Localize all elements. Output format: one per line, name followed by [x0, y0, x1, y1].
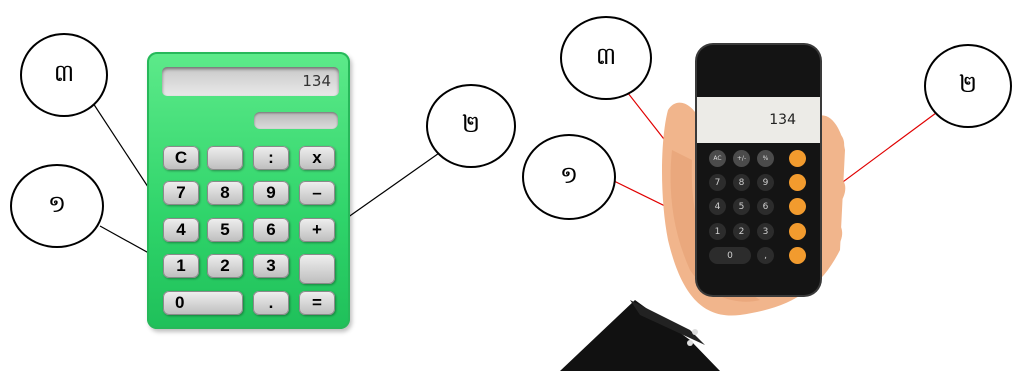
- key-minus[interactable]: –: [299, 181, 335, 205]
- phone-key-plus[interactable]: [789, 223, 806, 240]
- phone-display-value: 134: [769, 112, 796, 128]
- phone-key-multiply[interactable]: [789, 174, 806, 191]
- calculator-display: 134: [162, 67, 339, 96]
- phone-key-divide[interactable]: [789, 150, 806, 167]
- phone-key-4[interactable]: 4: [709, 198, 726, 215]
- phone-key-6[interactable]: 6: [757, 198, 774, 215]
- key-5[interactable]: 5: [207, 218, 243, 242]
- key-multiply[interactable]: x: [299, 146, 335, 170]
- key-9[interactable]: 9: [253, 181, 289, 205]
- key-blank[interactable]: [207, 146, 243, 170]
- phone-key-equals[interactable]: [789, 247, 806, 264]
- phone-key-1[interactable]: 1: [709, 223, 726, 240]
- key-decimal[interactable]: .: [253, 291, 289, 315]
- key-1[interactable]: 1: [163, 254, 199, 278]
- phone-key-8[interactable]: 8: [733, 174, 750, 191]
- solar-panel: [254, 112, 338, 129]
- phone-key-7[interactable]: 7: [709, 174, 726, 191]
- phone-key-3[interactable]: 3: [757, 223, 774, 240]
- key-6[interactable]: 6: [253, 218, 289, 242]
- phone-key-ac[interactable]: AC: [709, 150, 726, 167]
- key-2[interactable]: 2: [207, 254, 243, 278]
- phone-key-minus[interactable]: [789, 198, 806, 215]
- phone-display: 134: [697, 97, 820, 143]
- callout-second-right: ២: [924, 44, 1012, 128]
- phone-key-2[interactable]: 2: [733, 223, 750, 240]
- callout-second-left: ២: [426, 84, 516, 168]
- phone-key-9[interactable]: 9: [757, 174, 774, 191]
- phone-key-5[interactable]: 5: [733, 198, 750, 215]
- key-8[interactable]: 8: [207, 181, 243, 205]
- phone-key-0[interactable]: 0: [709, 247, 751, 264]
- callout-first-left: ១: [10, 164, 104, 248]
- key-3[interactable]: 3: [253, 254, 289, 278]
- phone-key-percent[interactable]: %: [757, 150, 774, 167]
- callout-third-right: ៣: [560, 16, 652, 100]
- key-0[interactable]: 0: [163, 291, 243, 315]
- callout-third-left: ៣: [20, 33, 108, 117]
- callout-first-right: ១: [522, 134, 616, 220]
- key-clear[interactable]: C: [163, 146, 199, 170]
- phone-key-sign[interactable]: +/-: [733, 150, 750, 167]
- key-blank-tall[interactable]: [299, 254, 335, 284]
- key-4[interactable]: 4: [163, 218, 199, 242]
- phone-key-comma[interactable]: ,: [757, 247, 774, 264]
- phone-calculator: 134 AC +/- % 7 8 9 4 5 6 1 2 3 0 ,: [697, 45, 820, 295]
- key-plus[interactable]: +: [299, 218, 335, 242]
- key-7[interactable]: 7: [163, 181, 199, 205]
- key-divide[interactable]: :: [253, 146, 289, 170]
- green-calculator: 134 C : x 7 8 9 – 4 5 6 + 1 2 3 0 . =: [147, 52, 350, 329]
- key-equals[interactable]: =: [299, 291, 335, 315]
